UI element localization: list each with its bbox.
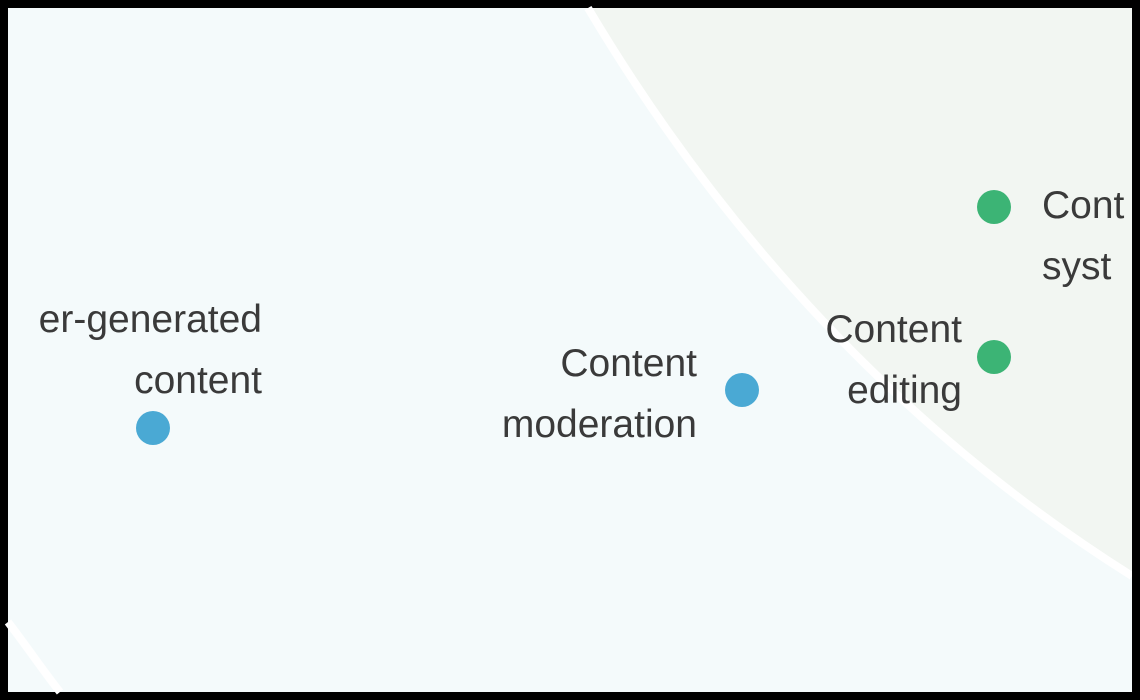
node-label-line2: moderation [502, 403, 697, 446]
node-label-line2: editing [847, 369, 962, 412]
node-dot [977, 190, 1011, 224]
node-label-line1: Content [825, 308, 962, 351]
right-frame-edge [1132, 0, 1140, 700]
node-content-editing[interactable]: Content editing [825, 308, 1011, 412]
node-content-systems[interactable]: Cont syst [977, 184, 1125, 288]
node-label-line1: Content [560, 342, 697, 385]
node-dot [977, 340, 1011, 374]
node-label-line1: Cont [1042, 184, 1125, 227]
outer-region [588, 8, 1132, 576]
node-label-line2: content [134, 359, 262, 402]
node-user-generated-content[interactable]: er-generated content [39, 298, 262, 445]
node-dot [725, 373, 759, 407]
node-content-moderation[interactable]: Content moderation [502, 342, 759, 446]
node-dot [136, 411, 170, 445]
node-label-line2: syst [1042, 245, 1112, 288]
boundary-arc [584, 5, 1135, 580]
lower-left-arc [4, 619, 64, 695]
node-label-line1: er-generated [39, 298, 262, 341]
